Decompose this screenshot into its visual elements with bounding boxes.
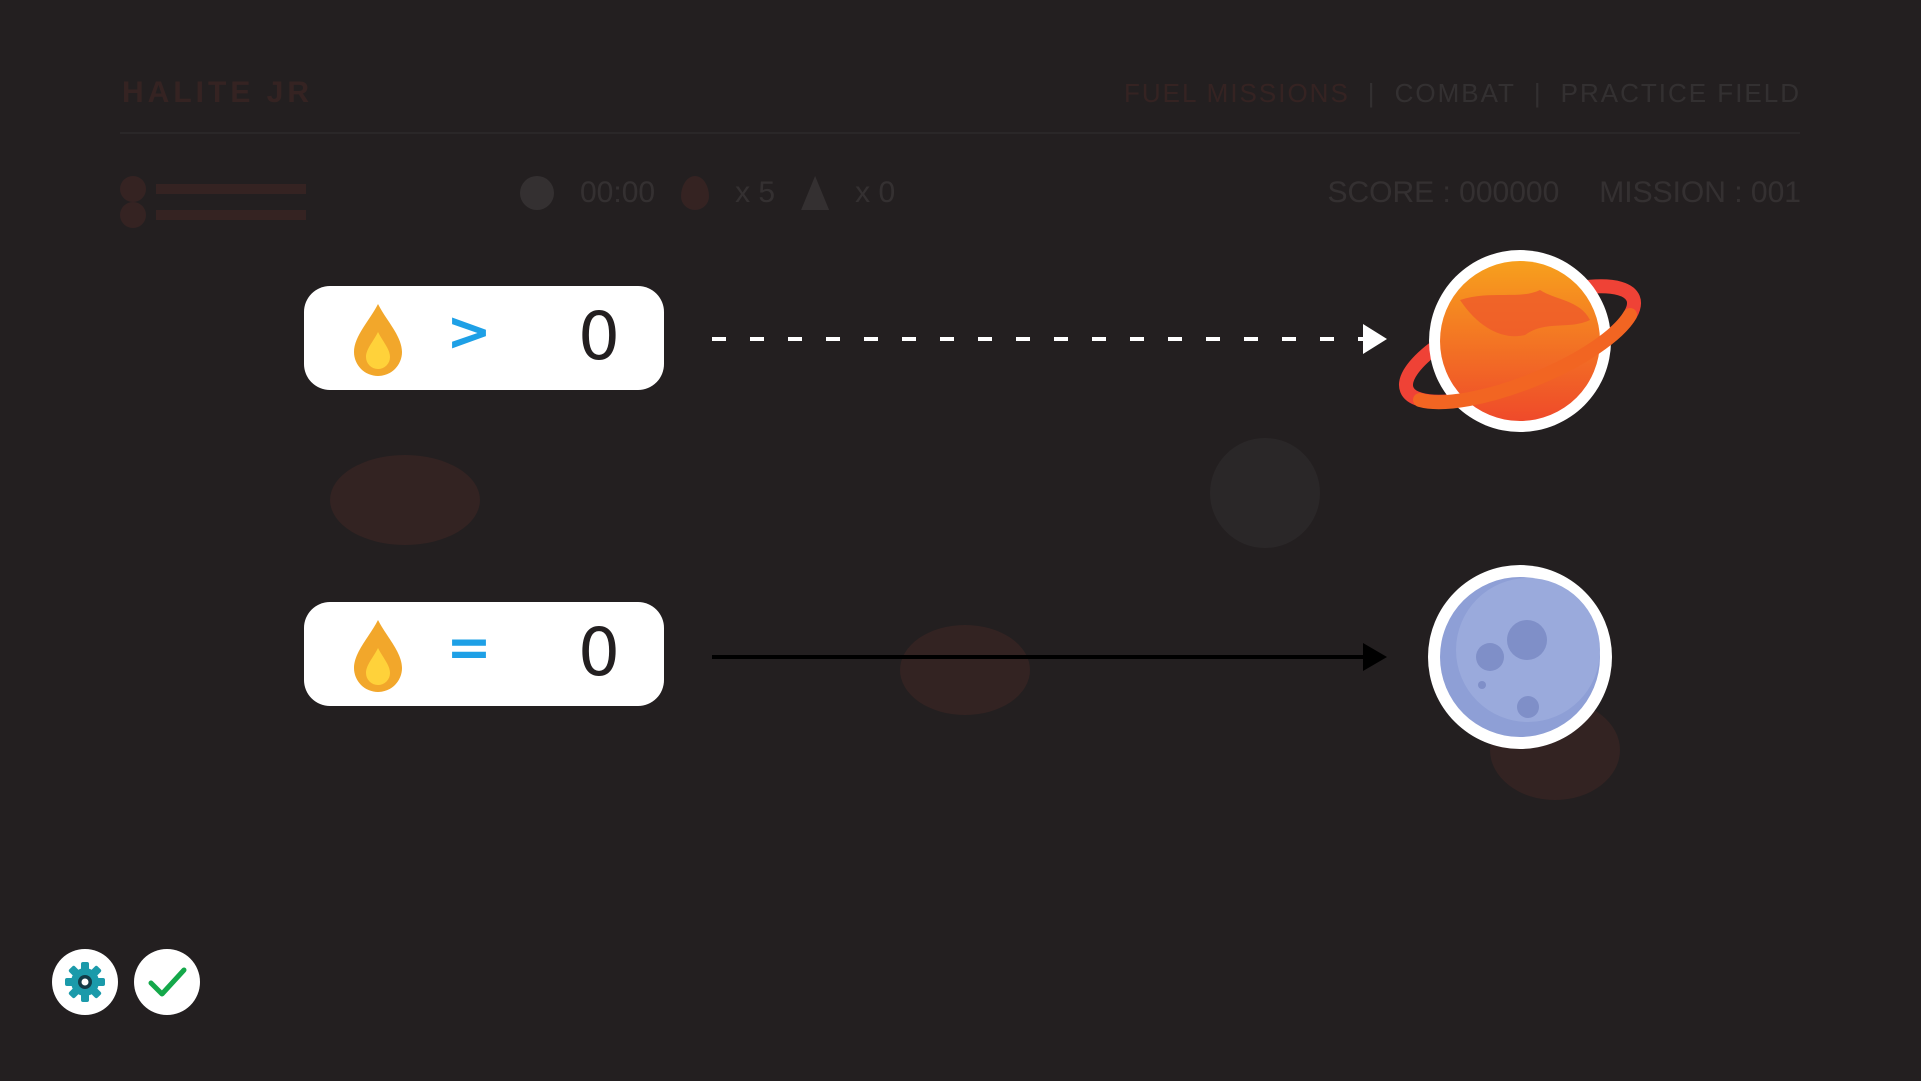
timer-text: 00:00 [580, 176, 656, 209]
stats-bar: 00:00 x 5 x 0 [520, 176, 895, 210]
nav-separator: | [1367, 78, 1377, 108]
nav-practice-field: PRACTICE FIELD [1560, 78, 1801, 108]
fuel-drop-icon [354, 620, 402, 692]
nav-combat: COMBAT [1394, 78, 1516, 108]
settings-button[interactable] [52, 949, 118, 1015]
mode-nav: FUEL MISSIONS | COMBAT | PRACTICE FIELD [1124, 78, 1801, 109]
nav-fuel-missions: FUEL MISSIONS [1123, 78, 1350, 108]
solid-arrow-head [1363, 643, 1387, 671]
moon-icon[interactable] [1428, 565, 1612, 749]
score-text: SCORE : 000000 [1327, 176, 1560, 209]
comparison-operator: > [446, 300, 492, 363]
fuel-icon [681, 176, 710, 210]
mission-text: MISSION : 001 [1599, 176, 1801, 209]
background-planet [330, 455, 480, 545]
legend [120, 176, 306, 228]
score-bar: SCORE : 000000 MISSION : 001 [1327, 176, 1801, 210]
dashed-arrow-head [1363, 324, 1387, 354]
divider [120, 132, 1800, 134]
comparison-operator: = [446, 616, 492, 679]
fuel-drop-icon [354, 304, 402, 376]
gear-icon [65, 962, 105, 1002]
fuel-count: x 5 [735, 176, 776, 209]
game-logo: HALITE JR [122, 76, 314, 109]
ship-count: x 0 [855, 176, 896, 209]
confirm-button[interactable] [134, 949, 200, 1015]
fuel-value: 0 [578, 614, 620, 691]
clock-icon [520, 176, 554, 210]
checkmark-icon [148, 967, 187, 997]
condition-card-fuel-greater[interactable]: > 0 [304, 286, 664, 390]
ringed-planet-icon[interactable] [1393, 250, 1648, 432]
nav-separator: | [1533, 78, 1543, 108]
background-planet [1210, 438, 1320, 548]
fuel-value: 0 [578, 298, 620, 375]
condition-card-fuel-equal[interactable]: = 0 [304, 602, 664, 706]
background-planet [900, 625, 1030, 715]
